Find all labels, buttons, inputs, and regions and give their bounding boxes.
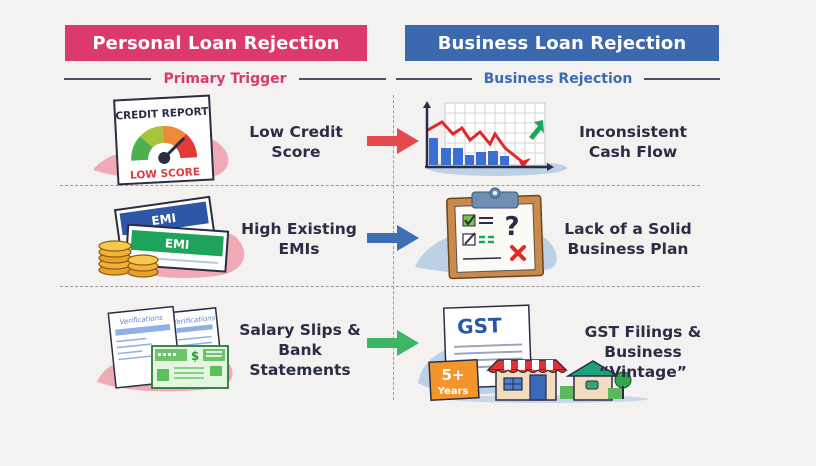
vintage-years-number: 5+	[441, 366, 464, 384]
clipboard-checklist-icon: ?	[415, 187, 557, 280]
credit-report-header: CREDIT REPORT	[115, 106, 209, 123]
divider-line	[644, 78, 720, 80]
row-divider	[60, 286, 700, 287]
declining-chart-icon	[423, 101, 567, 176]
emi-card-1-text: EMI	[151, 211, 177, 228]
low-credit-score-label: Low Credit Score	[249, 123, 343, 161]
column-divider	[393, 95, 394, 400]
low-score-text: LOW SCORE	[130, 166, 200, 182]
currency-symbol: $	[191, 349, 199, 363]
high-existing-emis-label: High Existing EMIs	[241, 220, 357, 258]
row-divider	[60, 185, 700, 186]
divider-line	[298, 78, 386, 80]
business-loan-rejection-banner: Business Loan Rejection	[405, 25, 719, 61]
emi-card-2-text: EMI	[164, 236, 190, 252]
personal-loan-title: Personal Loan Rejection	[92, 32, 340, 54]
verification-documents-icon: Verifications Verifications $	[97, 305, 233, 392]
red-arrow-icon	[367, 128, 419, 154]
divider-line	[396, 78, 472, 80]
gst-filings-business-vintage-label: GST Filings & Business “Vintage”	[584, 323, 702, 381]
emi-cards-coins-icon: EMI EMI	[98, 195, 245, 279]
gst-doc-title: GST	[457, 313, 503, 339]
question-mark: ?	[504, 212, 519, 242]
business-loan-title: Business Loan Rejection	[437, 32, 687, 54]
vintage-years-label: Years	[437, 386, 469, 397]
business-rejection-label: Business Rejection	[483, 71, 633, 87]
divider-line	[64, 78, 152, 80]
business-rejection-subheading: Business Rejection	[396, 69, 720, 89]
salary-slips-bank-statements-label: Salary Slips & Bank Statements	[239, 321, 361, 379]
primary-trigger-subheading: Primary Trigger	[64, 69, 386, 89]
personal-loan-rejection-banner: Personal Loan Rejection	[65, 25, 367, 61]
blue-arrow-icon	[367, 225, 419, 251]
inconsistent-cash-flow-label: Inconsistent Cash Flow	[579, 123, 687, 161]
primary-trigger-label: Primary Trigger	[163, 71, 287, 87]
credit-report-gauge-icon: CREDIT REPORT LOW SCORE	[93, 94, 229, 186]
green-arrow-icon	[367, 330, 419, 356]
lack-of-business-plan-label: Lack of a Solid Business Plan	[564, 220, 692, 258]
gst-shop-house-icon: GST 5+ Years	[418, 304, 648, 403]
